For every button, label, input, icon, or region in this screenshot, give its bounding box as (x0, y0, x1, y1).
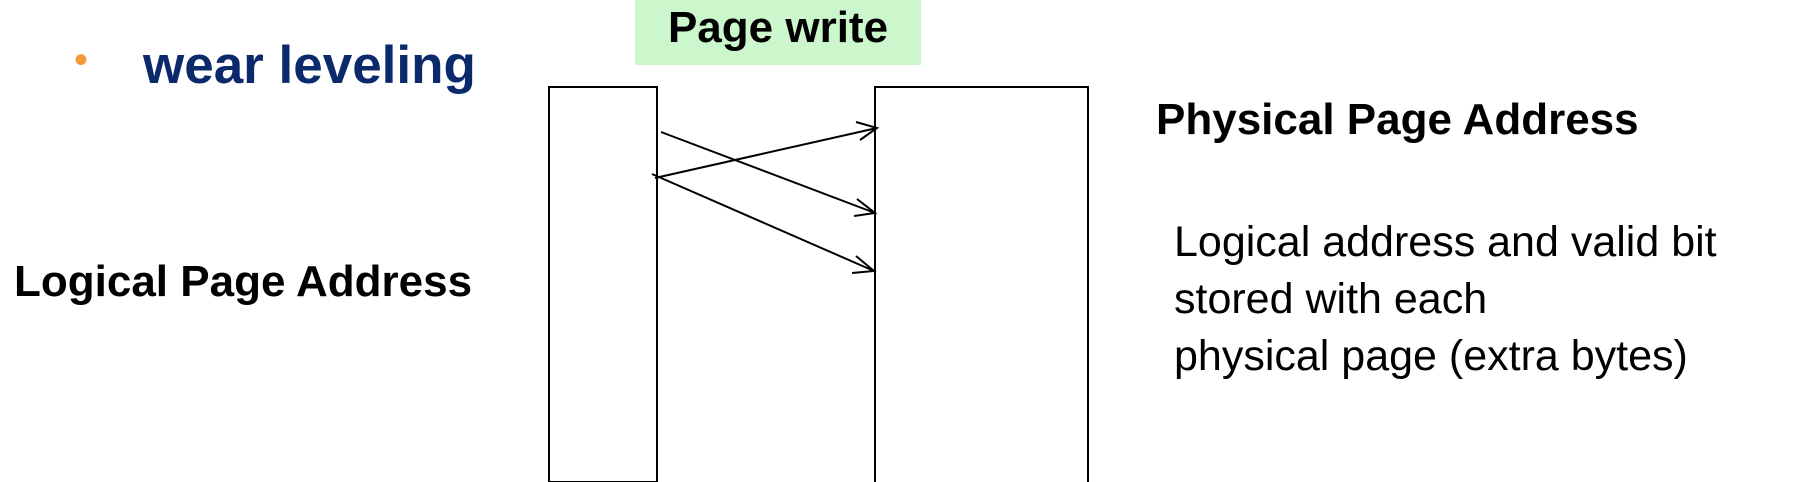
note-line: Logical address and valid bit (1174, 218, 1717, 266)
mapping-arrow-head (853, 198, 878, 217)
bullet-text: wear leveling (143, 36, 476, 95)
page-write-label: Page write (635, 0, 921, 65)
physical-page-table (874, 86, 1089, 482)
mapping-arrow-head (851, 255, 877, 274)
note-text: Logical address and valid bit stored wit… (1174, 214, 1717, 385)
mapping-arrow (651, 173, 875, 272)
mapping-arrow-head (855, 121, 880, 141)
logical-page-table (548, 86, 658, 482)
physical-page-address-label: Physical Page Address (1156, 95, 1639, 144)
note-line: stored with each (1174, 275, 1488, 323)
bullet-dot-icon: • (74, 38, 89, 82)
mapping-arrow (660, 131, 876, 214)
note-line: physical page (extra bytes) (1174, 332, 1688, 380)
mapping-arrow (654, 127, 878, 179)
logical-page-address-label: Logical Page Address (14, 257, 473, 306)
